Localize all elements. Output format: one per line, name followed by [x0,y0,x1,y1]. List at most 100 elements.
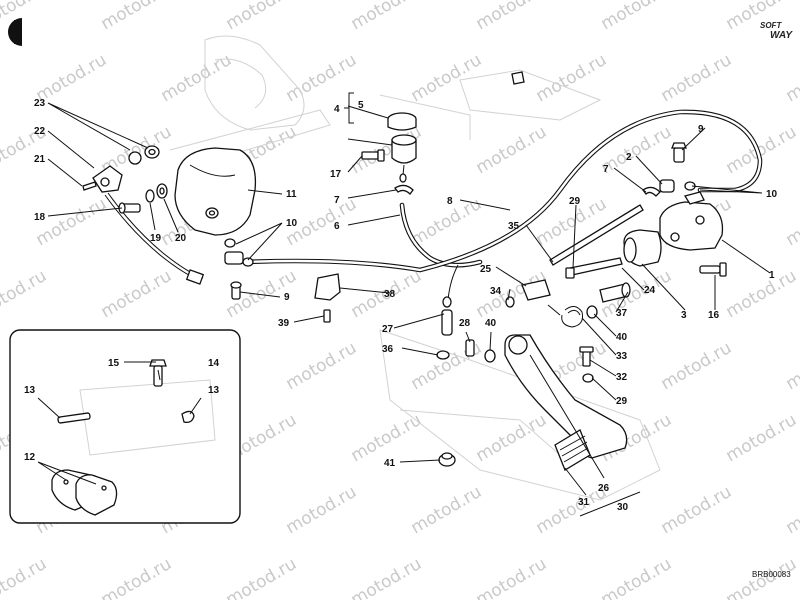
pushrod-nut-29 [565,267,575,279]
callout-24: 24 [644,285,656,296]
svg-text:SOFT: SOFT [760,21,782,30]
pad-pin [57,412,91,424]
callout-7-right: 7 [603,164,609,175]
callout-19: 19 [150,233,162,244]
watermark-text: motod.ru [598,0,676,34]
banjo-fitting-right [659,179,696,193]
callout-29-bottom: 29 [616,396,628,407]
pedal-return-spring-33 [547,304,583,328]
pushrod-35 [549,204,644,266]
callout-33: 33 [616,351,628,362]
callout-41: 41 [384,458,396,469]
watermark-text: motod.ru [473,410,551,466]
sensor-bracket [92,165,123,193]
clip-top [511,71,525,85]
callout-16: 16 [708,310,720,321]
watermark-text: motod.ru [658,50,736,106]
callout-34: 34 [490,286,502,297]
callout-8: 8 [447,196,453,207]
brake-pedal [504,334,628,459]
watermark-text: motod.ru [783,482,800,538]
callout-18: 18 [34,212,46,223]
small-screw-21 [82,181,97,191]
pedal-stop-41 [438,452,456,467]
brake-light-switch-27 [441,264,459,336]
watermark-text: motod.ru [283,50,361,106]
screw-39 [323,309,331,323]
watermark-text: motod.ru [348,554,426,600]
sensor-connector [185,269,205,285]
callout-27: 27 [382,324,394,335]
callout-25: 25 [480,264,492,275]
washer-34 [505,296,515,308]
callout-6: 6 [334,221,340,232]
brake-caliper [174,147,257,236]
watermark-text: motod.ru [473,122,551,178]
hose-clip-7 [394,184,414,195]
bracket-38 [314,273,341,301]
watermark-text: motod.ru [783,50,800,106]
master-cylinder-boot [623,229,662,267]
washer-40-lower [484,349,496,363]
washer-36 [436,350,450,360]
grommets-23 [128,145,160,165]
callout-26: 26 [598,483,610,494]
hose-clip-2 [642,186,661,197]
callout-2: 2 [626,152,632,163]
caliper-pads-inset [9,329,241,524]
callout-4: 4 [334,104,340,115]
pin-clip [181,410,195,424]
watermark-text: motod.ru [0,266,50,322]
watermark-text: motod.ru [158,50,236,106]
callout-40-left: 40 [485,318,497,329]
callout-9-left: 9 [284,292,290,303]
brake-pads [51,469,118,516]
pedal-bolt-32 [579,346,594,367]
watermark-text: motod.ru [283,482,361,538]
master-cylinder [659,191,724,251]
watermark-text: motod.ru [598,122,676,178]
brand-logo [8,18,22,46]
callout-20: 20 [175,233,187,244]
watermark-text: motod.ru [723,410,800,466]
watermark-text: motod.ru [598,554,676,600]
watermark-text: motod.ru [783,194,800,250]
caliper-bolt [118,202,141,214]
foot-peg-rubber [554,429,591,471]
callout-37: 37 [616,308,628,319]
callout-11: 11 [286,189,297,200]
watermark-text: motod.ru [98,266,176,322]
spacer-28 [465,339,475,357]
watermark-text: motod.ru [533,50,611,106]
watermark-text: motod.ru [348,0,426,34]
callout-23: 23 [34,98,46,109]
washer-29 [582,373,594,383]
reservoir-bolt-17 [361,149,385,162]
callout-numbers: 23 22 21 18 19 20 11 10 9 4 5 17 7 6 8 2… [24,98,778,513]
bleed-nipple-9-right [671,142,687,163]
callout-13-right: 13 [208,385,220,396]
bleed-screw-inset [149,359,167,387]
fluid-reservoir [387,112,417,183]
pedal-clevis-25 [521,279,551,301]
softway-logo: SOFT WAY [760,21,793,41]
watermark-text: motod.ru [723,266,800,322]
callout-15: 15 [108,358,120,369]
pedal-pivot-bushing [599,282,631,303]
watermark-text: motod.ru [658,338,736,394]
callout-12: 12 [24,452,36,463]
watermark-text: motod.ru [408,482,486,538]
callout-38: 38 [384,289,396,300]
watermark-text: motod.ru [0,0,50,34]
callout-10-right: 10 [766,189,778,200]
bleed-screw-9-left [230,281,242,300]
watermark-text: motod.ru [473,0,551,34]
master-cylinder-bolt-16 [699,262,727,277]
callout-35: 35 [508,221,520,232]
callout-10-left: 10 [286,218,298,229]
svg-text:WAY: WAY [770,30,793,41]
pushrod-fork-24 [569,257,623,276]
callout-22: 22 [34,126,46,137]
watermark-text: motod.ru [0,554,50,600]
